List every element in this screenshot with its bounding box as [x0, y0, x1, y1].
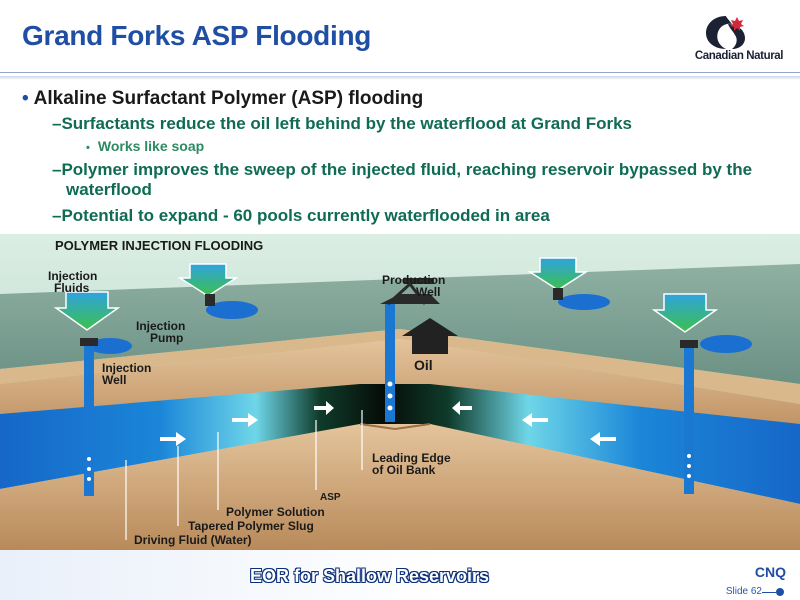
down-arrow-icon — [651, 293, 719, 333]
footer-brand: CNQ — [754, 564, 786, 580]
pond — [88, 338, 132, 354]
label-leading-edge-1: Leading Edge — [372, 451, 451, 465]
pump-icon — [205, 288, 563, 306]
label-driving-fluid: Driving Fluid (Water) — [134, 533, 252, 547]
label-oil: Oil — [414, 357, 433, 373]
label-tapered-slug: Tapered Polymer Slug — [188, 519, 314, 533]
bullet-list: •Alkaline Surfactant Polymer (ASP) flood… — [22, 88, 782, 228]
pond — [558, 294, 610, 310]
company-logo: Canadian Natural — [684, 14, 794, 66]
logo-text: Canadian Natural — [694, 50, 784, 62]
diagram-title: POLYMER INJECTION FLOODING — [55, 238, 263, 253]
maple-leaf-icon — [706, 16, 745, 49]
label-injection-well-1: Injection — [102, 361, 151, 375]
label-injection-pump-2: Pump — [150, 331, 183, 345]
label-polymer-solution: Polymer Solution — [226, 505, 325, 519]
label-injection-fluids-2: Fluids — [54, 281, 90, 295]
right-arrow-icon — [314, 401, 334, 415]
left-arrow-icon — [590, 432, 616, 446]
label-injection-well-2: Well — [102, 373, 126, 387]
bullet-sub-1-point: •Works like soap — [86, 138, 205, 154]
slide-number: Slide 62 — [725, 586, 762, 597]
injection-well-left — [80, 338, 98, 496]
bullet-main-text: Alkaline Surfactant Polymer (ASP) floodi… — [33, 88, 424, 109]
down-arrow-icon — [53, 291, 121, 331]
bullet-sub-1: –Surfactants reduce the oil left behind … — [52, 114, 632, 133]
left-arrow-icon — [452, 401, 472, 415]
oil-up-arrow-icon — [402, 318, 458, 354]
right-arrow-icon — [232, 413, 258, 427]
pond — [700, 335, 752, 353]
flow-arrows — [160, 401, 616, 446]
down-arrow-icon — [527, 257, 589, 291]
left-arrow-icon — [522, 413, 548, 427]
label-injection-pump-1: Injection — [136, 319, 185, 333]
label-injection-fluids-1: Injection — [48, 269, 97, 283]
down-arrow-icon — [177, 263, 239, 297]
polymer-injection-diagram: POLYMER INJECTION FLOODING — [0, 234, 800, 550]
bullet-main: •Alkaline Surfactant Polymer (ASP) flood… — [22, 88, 424, 109]
diagram-canvas: POLYMER INJECTION FLOODING — [0, 234, 800, 550]
label-asp: ASP — [320, 492, 341, 503]
label-production-well-1: Production — [382, 273, 445, 287]
right-arrow-icon — [160, 432, 186, 446]
injection-well-right — [680, 340, 698, 494]
label-production-well-2: Well — [416, 285, 440, 299]
footer-line — [762, 592, 776, 593]
bullet-sub-2: –Polymer improves the sweep of the injec… — [52, 160, 753, 199]
footer-dot-icon — [776, 588, 784, 596]
bullet-sub-1-point-text: Works like soap — [97, 138, 205, 154]
slide-title: Grand Forks ASP Flooding — [22, 20, 372, 51]
bullet-sub-3: –Potential to expand - 60 pools currentl… — [52, 206, 550, 225]
slide-footer: EOR for Shallow Reservoirs CNQ Slide 62 — [0, 550, 800, 600]
footer-title: EOR for Shallow Reservoirs — [250, 566, 490, 586]
pond — [206, 301, 258, 319]
label-leading-edge-2: of Oil Bank — [372, 463, 436, 477]
label-pointers — [125, 410, 363, 540]
production-well — [380, 278, 440, 422]
title-divider — [0, 72, 800, 82]
